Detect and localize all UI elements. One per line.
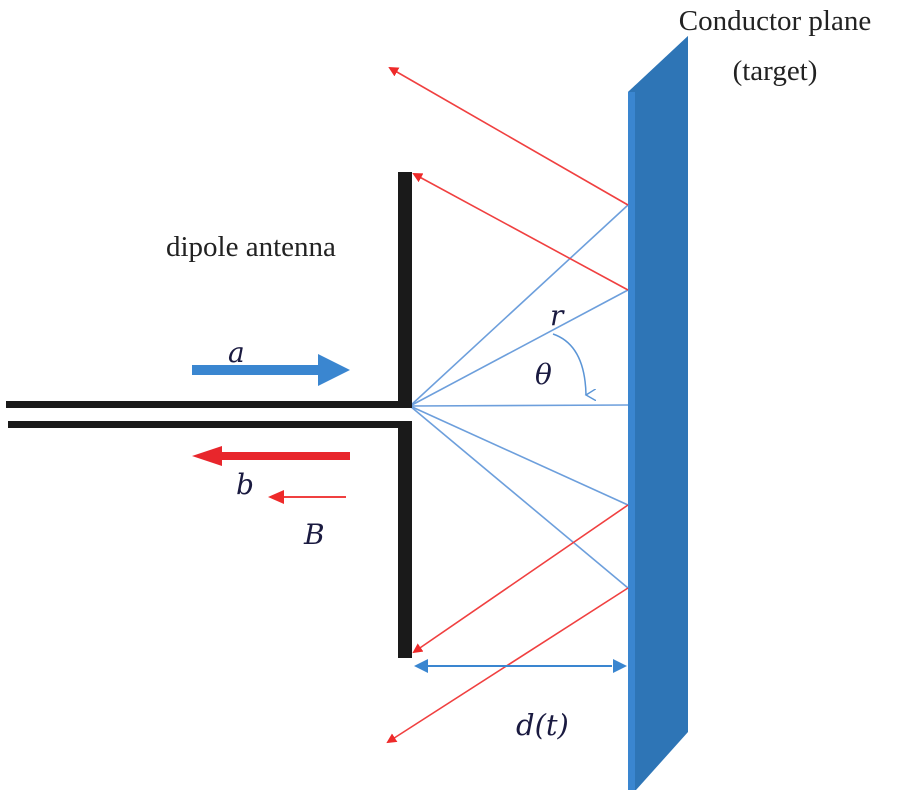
reflected-ray-2	[412, 173, 629, 291]
plane-left-edge	[628, 92, 635, 790]
received-wave-arrow	[268, 490, 346, 504]
incident-rays	[409, 204, 629, 589]
incident-wave-arrow	[192, 354, 350, 386]
antenna-lower-arm	[398, 424, 412, 658]
symbol-theta: θ	[535, 358, 552, 391]
plane-title: Conductor plane	[679, 5, 871, 37]
reflected-ray-3	[412, 504, 629, 654]
symbol-B: B	[303, 518, 325, 551]
distance-arrow	[414, 659, 627, 673]
conductor-plane	[628, 36, 688, 790]
reflected-wave-arrow	[192, 446, 350, 466]
reflected-ray-1	[388, 67, 629, 206]
symbol-b: b	[236, 468, 254, 501]
ray-3	[409, 404, 629, 407]
plane-subtitle: (target)	[733, 55, 818, 87]
antenna-label: dipole antenna	[166, 231, 336, 263]
symbol-r: r	[550, 299, 565, 332]
ray-5	[409, 405, 629, 589]
feed-line-lower	[8, 421, 412, 428]
dipole-antenna	[6, 172, 412, 658]
ray-4	[409, 405, 629, 506]
angle-arc	[552, 333, 586, 395]
symbol-distance: d(t)	[516, 708, 569, 742]
ray-1	[409, 204, 629, 407]
antenna-upper-arm	[398, 172, 412, 408]
plane-front-face	[628, 36, 688, 790]
feed-line-upper	[6, 401, 406, 408]
ray-2	[409, 289, 629, 407]
symbol-a: a	[228, 336, 245, 369]
